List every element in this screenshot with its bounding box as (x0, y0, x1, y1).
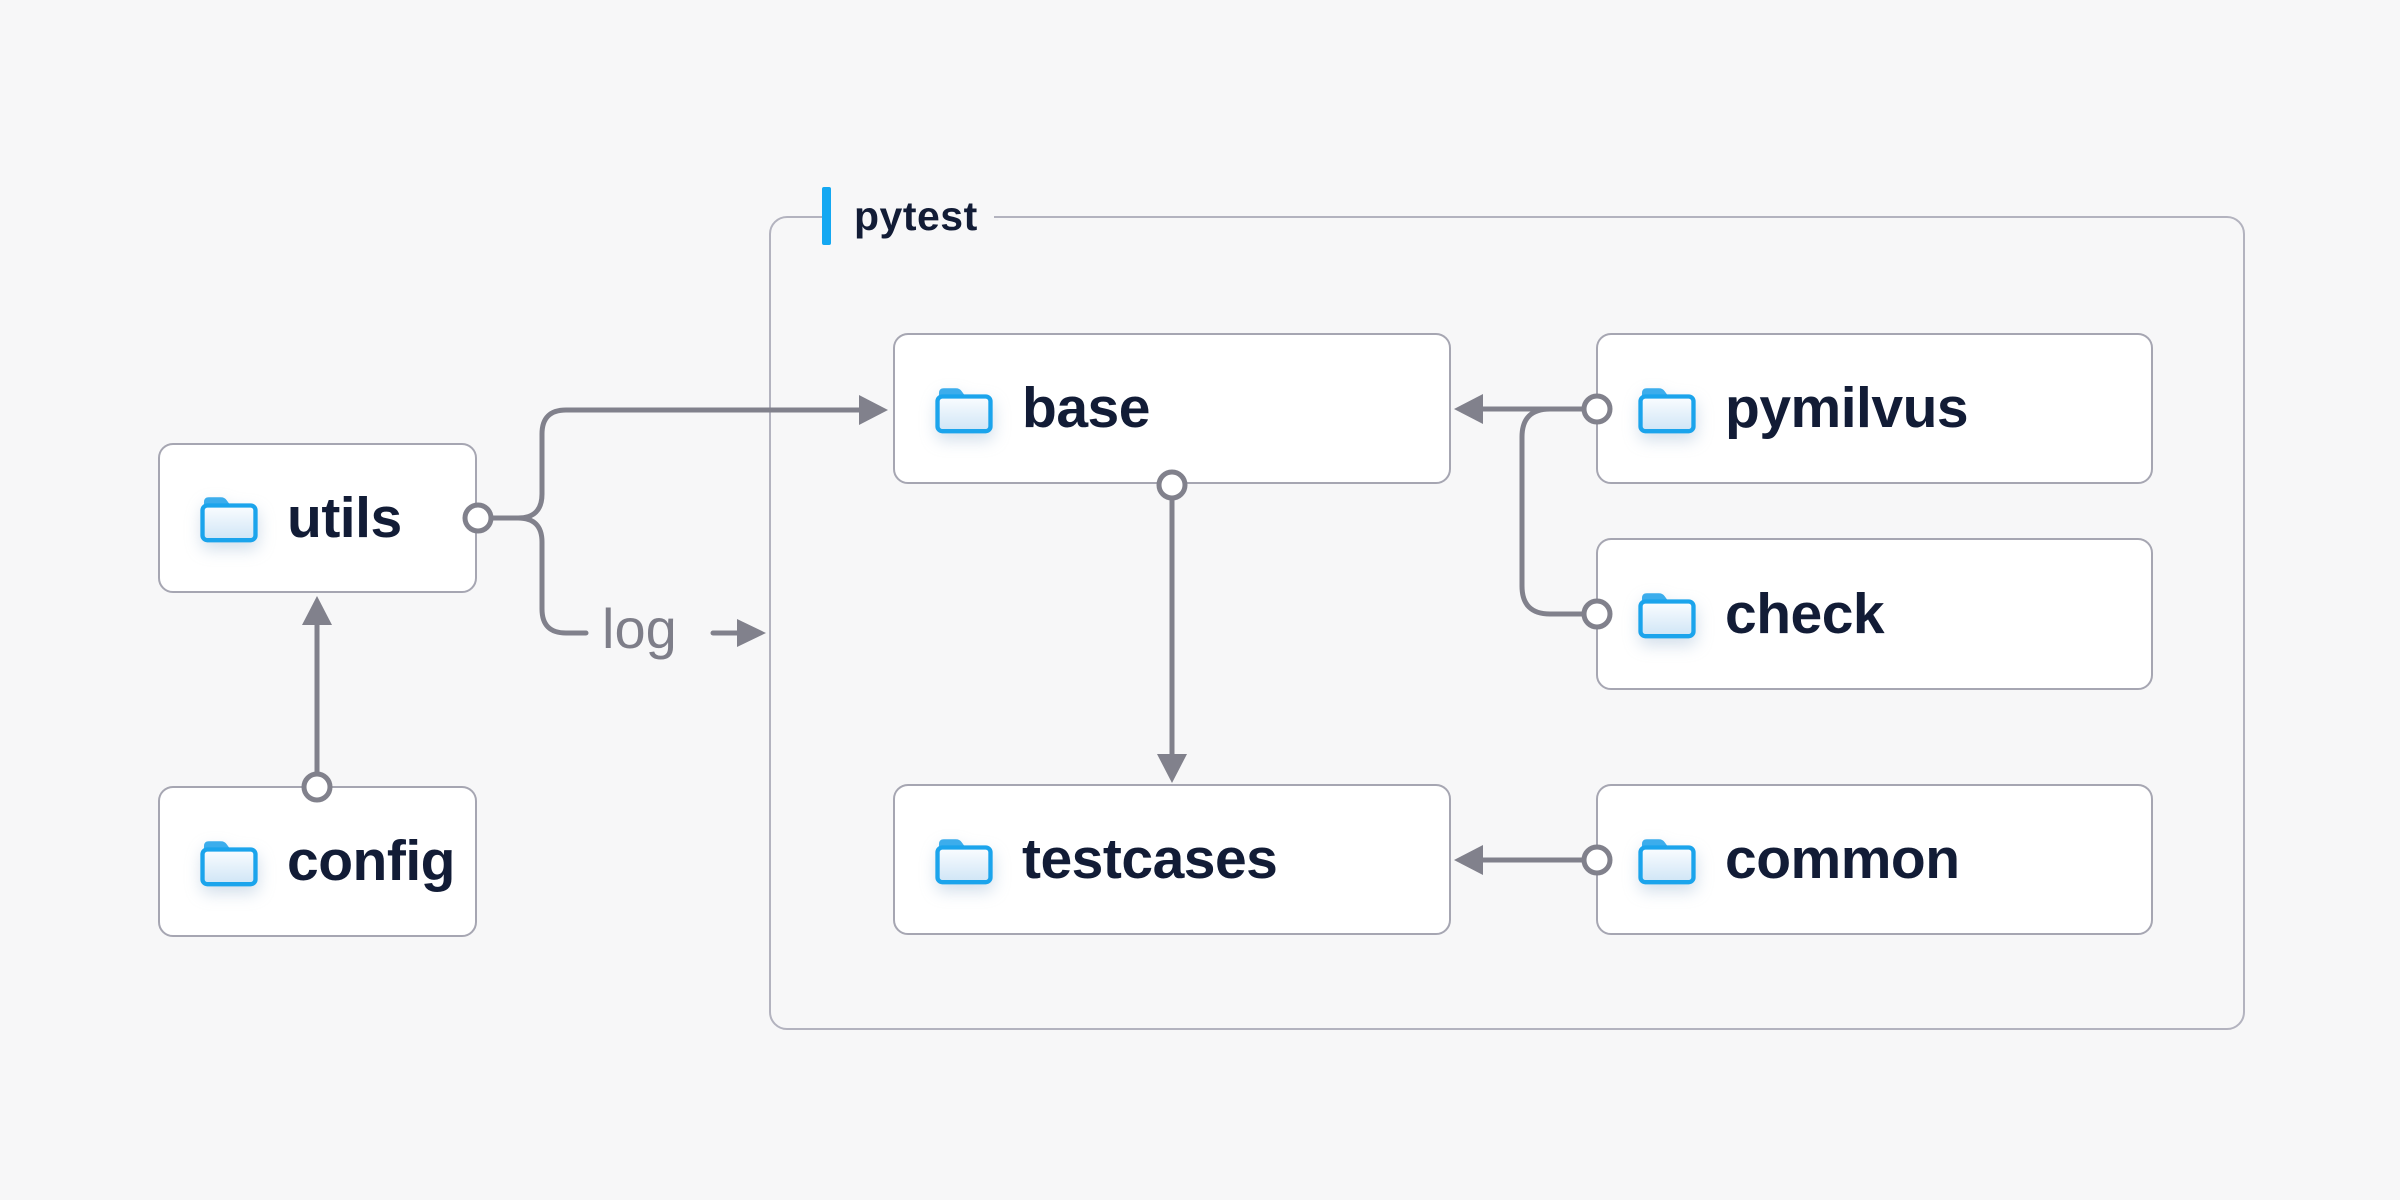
pytest-group-label: pytest (822, 186, 994, 246)
node-label: pymilvus (1725, 376, 1969, 440)
pytest-group-box (769, 216, 2245, 1030)
node-common[interactable]: common (1596, 784, 2153, 935)
folder-icon (935, 838, 993, 884)
node-config[interactable]: config (158, 786, 477, 937)
node-label: base (1022, 376, 1150, 440)
folder-icon (1638, 838, 1696, 884)
folder-icon (1638, 387, 1696, 433)
group-title: pytest (854, 192, 978, 239)
node-check[interactable]: check (1596, 538, 2153, 690)
node-label: config (287, 829, 455, 893)
folder-icon (200, 497, 258, 543)
arrowhead-right-icon (737, 619, 766, 647)
node-base[interactable]: base (893, 333, 1451, 484)
accent-bar (822, 187, 831, 245)
folder-icon (200, 840, 258, 886)
node-label: testcases (1022, 827, 1278, 891)
node-label: utils (287, 485, 402, 550)
node-label: check (1725, 581, 1885, 646)
node-label: common (1725, 827, 1960, 891)
folder-icon (935, 387, 993, 433)
node-testcases[interactable]: testcases (893, 784, 1451, 935)
folder-icon (1638, 593, 1696, 639)
arrowhead-up-icon (302, 596, 332, 625)
edge-label-log: log (602, 597, 677, 660)
node-utils[interactable]: utils (158, 443, 477, 593)
edge-config-utils (301, 596, 333, 803)
node-pymilvus[interactable]: pymilvus (1596, 333, 2153, 484)
